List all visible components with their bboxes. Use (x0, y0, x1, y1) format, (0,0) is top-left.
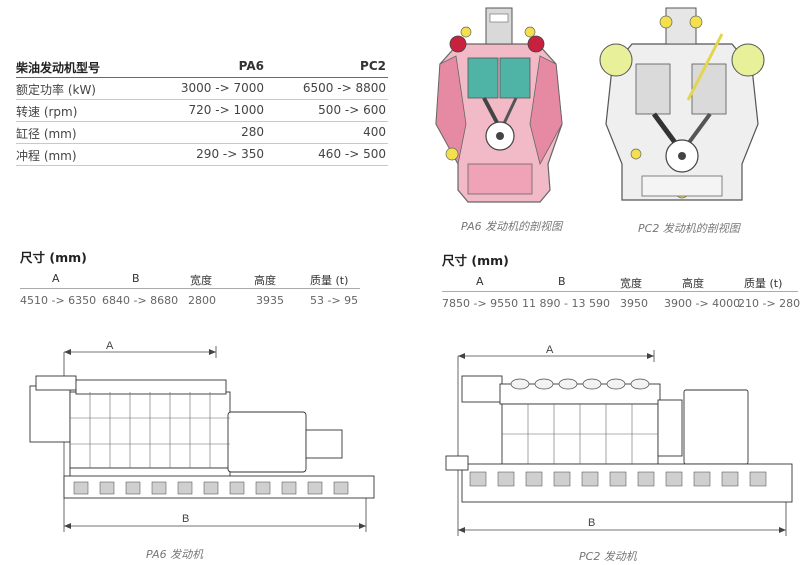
dims-value: 3935 (256, 294, 284, 307)
spec-row-power: 额定功率 (kW) 3000 -> 7000 6500 -> 8800 (16, 78, 388, 100)
dims-header: A (476, 275, 484, 288)
dims-header: 质量 (t) (310, 274, 349, 287)
spec-header-label: 柴油发动机型号 (16, 61, 101, 75)
dims-left-table: A B 宽度 高度 质量 (t) 4510 -> 6350 6840 -> 86… (20, 272, 360, 312)
dims-divider (20, 288, 360, 289)
spec-pa6-value: 720 -> 1000 (188, 103, 264, 117)
dims-header: 宽度 (620, 277, 642, 290)
dims-value: 11 890 - 13 590 (522, 297, 610, 310)
spec-pc2-value: 400 (363, 125, 386, 139)
dims-value: 4510 -> 6350 (20, 294, 97, 307)
spec-label: 冲程 (mm) (16, 149, 77, 163)
dims-value: 7850 -> 9550 (442, 297, 519, 310)
dims-header: 质量 (t) (744, 277, 783, 290)
pc2-cutaway-caption: PC2 发动机的剖视图 (638, 222, 740, 235)
dims-header: B (132, 272, 140, 285)
spec-label: 缸径 (mm) (16, 127, 77, 141)
dims-header: 高度 (682, 277, 704, 290)
dims-value: 2800 (188, 294, 216, 307)
pc2-label-a: A (546, 344, 554, 356)
spec-row-stroke: 冲程 (mm) 290 -> 350 460 -> 500 (16, 144, 388, 166)
dims-value: 6840 -> 8680 (102, 294, 179, 307)
spec-label: 转速 (rpm) (16, 105, 78, 119)
pa6-side-drawing: A B (29, 340, 375, 532)
dims-value: 3900 -> 4000 (664, 297, 741, 310)
dims-divider (442, 291, 798, 292)
spec-pc2-value: 500 -> 600 (318, 103, 386, 117)
spec-row-speed: 转速 (rpm) 720 -> 1000 500 -> 600 (16, 100, 388, 122)
pc2-cutaway-illustration (599, 7, 765, 201)
pc2-side-drawing: A B (445, 344, 793, 536)
pc2-drawing-caption: PC2 发动机 (579, 550, 637, 563)
dims-value: 53 -> 95 (310, 294, 359, 307)
spec-pa6-value: 290 -> 350 (196, 147, 264, 161)
spec-pc2-value: 460 -> 500 (318, 147, 386, 161)
spec-header-pa6: PA6 (238, 59, 264, 73)
dims-right-table: A B 宽度 高度 质量 (t) 7850 -> 9550 11 890 - 1… (442, 275, 801, 315)
engine-spec-table: 柴油发动机型号 PA6 PC2 额定功率 (kW) 3000 -> 7000 6… (16, 56, 388, 166)
dims-header: B (558, 275, 566, 288)
spec-header-row: 柴油发动机型号 PA6 PC2 (16, 56, 388, 78)
pa6-label-b: B (182, 513, 189, 525)
dims-left-title: 尺寸 (mm) (20, 250, 87, 265)
pa6-drawing-caption: PA6 发动机 (146, 548, 204, 561)
spec-header-pc2: PC2 (360, 59, 386, 73)
spec-pc2-value: 6500 -> 8800 (302, 81, 386, 95)
dims-header: 宽度 (190, 274, 212, 287)
spec-pa6-value: 3000 -> 7000 (180, 81, 264, 95)
spec-row-bore: 缸径 (mm) 280 400 (16, 122, 388, 144)
dims-value: 210 -> 280 (738, 297, 801, 310)
dims-header: A (52, 272, 60, 285)
dims-header: 高度 (254, 274, 276, 287)
dims-value: 3950 (620, 297, 648, 310)
spec-label: 额定功率 (kW) (16, 83, 96, 97)
spec-pa6-value: 280 (241, 125, 264, 139)
pc2-label-b: B (588, 517, 595, 529)
dims-right-title: 尺寸 (mm) (442, 253, 509, 268)
pa6-label-a: A (106, 340, 114, 352)
pa6-cutaway-illustration (435, 7, 563, 203)
pa6-cutaway-caption: PA6 发动机的剖视图 (461, 220, 563, 233)
